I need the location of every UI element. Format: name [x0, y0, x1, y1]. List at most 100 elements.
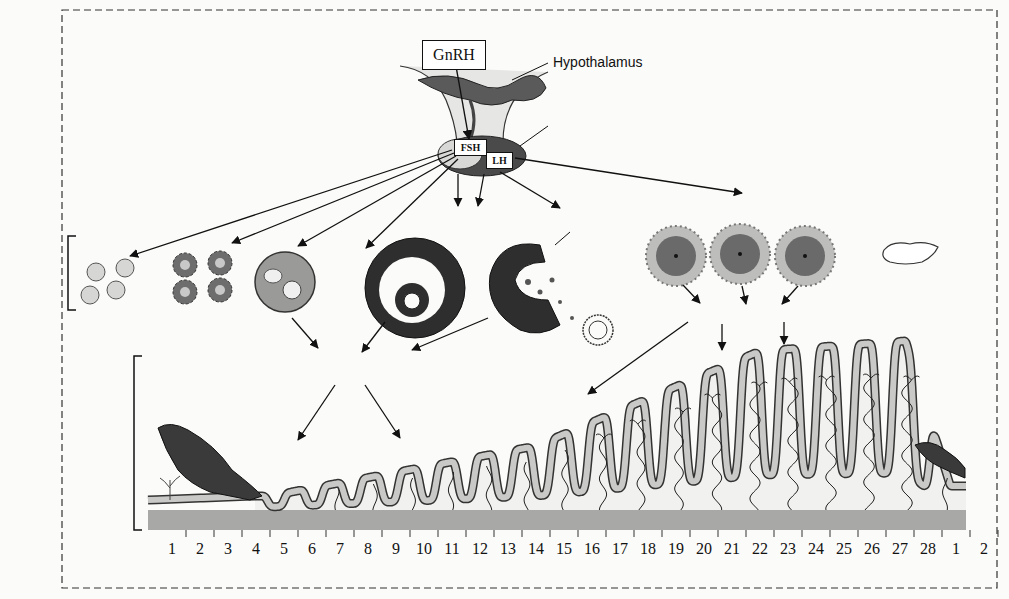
day-tick [662, 530, 663, 537]
day-number: 10 [416, 540, 432, 558]
primary-follicle [173, 280, 197, 304]
ovum-nucleus [589, 321, 607, 339]
corpus-luteum [775, 226, 835, 286]
hormone-arrow [362, 322, 385, 352]
spiral-artery [448, 472, 453, 510]
day-number: 2 [980, 540, 988, 558]
primary-follicles [173, 251, 232, 304]
day-number: 22 [752, 540, 768, 558]
hormone-box: GnRH [422, 40, 486, 70]
hypothalamus-funnel [400, 66, 548, 142]
spiral-artery [864, 378, 875, 510]
corpus-luteum-core [785, 236, 825, 276]
corpus-luteum-core [720, 234, 760, 274]
vessel-sprigs [160, 476, 180, 500]
spiral-artery [943, 478, 948, 510]
core-dot [803, 254, 807, 258]
day-number: 17 [612, 540, 628, 558]
arteriole-branch [704, 394, 720, 398]
day-tick [466, 530, 467, 537]
secondary-follicle [255, 252, 315, 312]
day-tick [634, 530, 635, 537]
day-number: 15 [556, 540, 572, 558]
hormone-arrow [232, 153, 454, 243]
spiral-artery [411, 478, 416, 510]
spiral-artery [826, 380, 836, 510]
day-number: 28 [920, 540, 936, 558]
functional-layer [255, 341, 966, 510]
day-tick [690, 530, 691, 537]
cell [570, 316, 574, 320]
cell [538, 290, 543, 295]
day-number: 23 [780, 540, 796, 558]
day-number: 3 [224, 540, 232, 558]
hormone-arrow [500, 172, 560, 208]
spiral-artery [599, 438, 606, 510]
day-tick [298, 530, 299, 537]
basal-layer [148, 510, 966, 530]
dashed-frame [62, 10, 997, 588]
day-number: 18 [640, 540, 656, 558]
primordial-follicle [116, 259, 134, 277]
day-tick [802, 530, 803, 537]
oocyte [180, 260, 190, 270]
ovum [583, 315, 613, 345]
core-dot [674, 254, 678, 258]
endometrium [148, 341, 1009, 537]
day-number: 5 [280, 540, 288, 558]
core-dot [738, 252, 742, 256]
menstrual-flow [915, 442, 965, 478]
hormone-arrow [457, 174, 458, 206]
hormone-arrow [721, 324, 722, 350]
hormone-arrow [457, 70, 469, 139]
day-number: 13 [500, 540, 516, 558]
hormone-arrow [292, 318, 318, 348]
day-number: 19 [668, 540, 684, 558]
spiral-artery [486, 466, 491, 510]
antrum [264, 269, 282, 283]
spiral-artery [335, 490, 339, 510]
arteriole-branch [781, 378, 797, 382]
spiral-artery [712, 398, 721, 510]
hormone-arrow [366, 159, 458, 248]
day-tick [746, 530, 747, 537]
arteriole-branch [630, 420, 646, 424]
corpus-luteum-core [656, 236, 696, 276]
cell [558, 300, 562, 304]
primordial-follicle [107, 281, 125, 299]
day-tick [718, 530, 719, 537]
primordial-follicle [81, 286, 99, 304]
day-number: 1 [952, 540, 960, 558]
hormone-arrow [412, 318, 488, 350]
corpora-lutea [646, 224, 835, 286]
day-tick [438, 530, 439, 537]
hormone-arrow [298, 385, 335, 440]
released-cells [525, 278, 574, 321]
spiral-artery [562, 450, 568, 510]
day-tick [270, 530, 271, 537]
hormone-arrow [515, 158, 742, 193]
spiral-artery [373, 484, 377, 510]
hormone-arrow [782, 286, 798, 304]
hormone-arrow [783, 322, 784, 344]
primary-follicle [208, 251, 232, 275]
day-number: 20 [696, 540, 712, 558]
structure-label: Hypothalamus [553, 54, 643, 70]
day-tick [550, 530, 551, 537]
day-tick [942, 530, 943, 537]
day-tick [522, 530, 523, 537]
hormone-name: FSH [461, 142, 480, 153]
oocyte [180, 287, 190, 297]
ruptured-follicle [489, 244, 560, 333]
primary-follicle [208, 278, 232, 302]
day-number: 7 [336, 540, 344, 558]
day-tick [326, 530, 327, 537]
cell [550, 278, 555, 283]
day-tick [858, 530, 859, 537]
arteriole-branch [819, 376, 835, 380]
spiral-artery [750, 386, 760, 510]
bracket [134, 356, 142, 530]
hormone-label-box: FSH [454, 139, 487, 156]
